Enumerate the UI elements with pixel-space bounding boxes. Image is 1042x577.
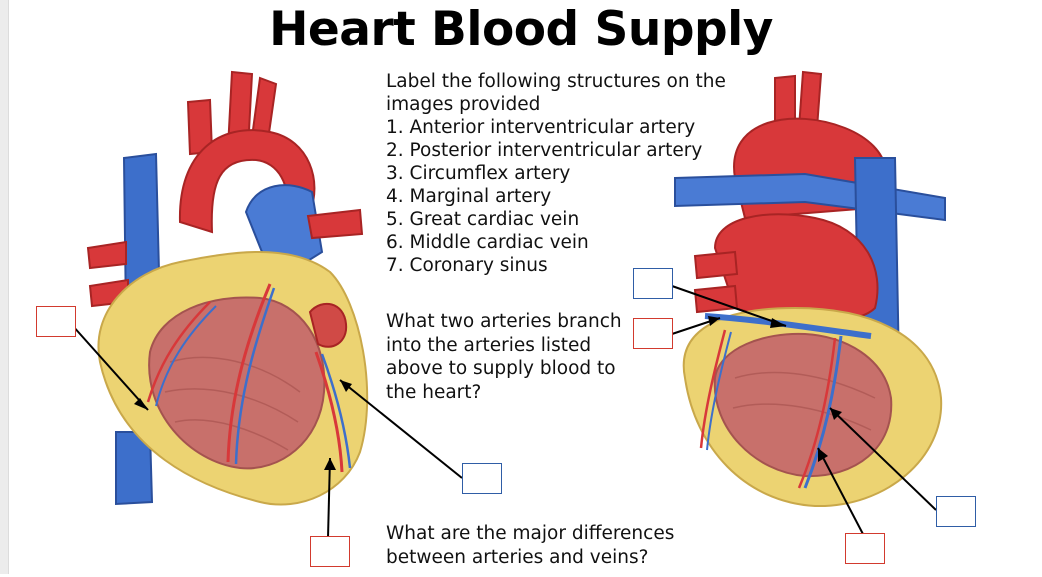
label-box-artery[interactable]	[845, 533, 885, 564]
label-box-vein[interactable]	[936, 496, 976, 527]
page-title: Heart Blood Supply	[269, 2, 773, 57]
question-arteries-vs-veins: What are the major differences between a…	[386, 523, 675, 568]
structure-item-6: 6. Middle cardiac vein	[386, 232, 589, 253]
structure-item-5: 5. Great cardiac vein	[386, 209, 580, 230]
label-box-artery[interactable]	[310, 536, 350, 567]
structure-item-4: 4. Marginal artery	[386, 186, 552, 207]
structure-item-7: 7. Coronary sinus	[386, 255, 548, 276]
label-box-vein[interactable]	[462, 463, 502, 494]
posterior-heart-illustration	[674, 70, 946, 508]
label-box-artery[interactable]	[36, 306, 76, 337]
instructions-block: Label the following structures on the im…	[386, 70, 736, 277]
structure-list: 1. Anterior interventricular artery 2. P…	[386, 116, 736, 277]
anterior-heart-illustration	[86, 70, 369, 506]
question-arteries-branch: What two arteries branch into the arteri…	[386, 311, 622, 403]
page-edge	[0, 0, 9, 574]
instructions-intro: Label the following structures on the im…	[386, 71, 726, 115]
label-box-artery[interactable]	[633, 318, 673, 349]
structure-item-1: 1. Anterior interventricular artery	[386, 117, 696, 138]
label-box-vein[interactable]	[633, 268, 673, 299]
structure-item-3: 3. Circumflex artery	[386, 163, 571, 184]
structure-item-2: 2. Posterior interventricular artery	[386, 140, 703, 161]
